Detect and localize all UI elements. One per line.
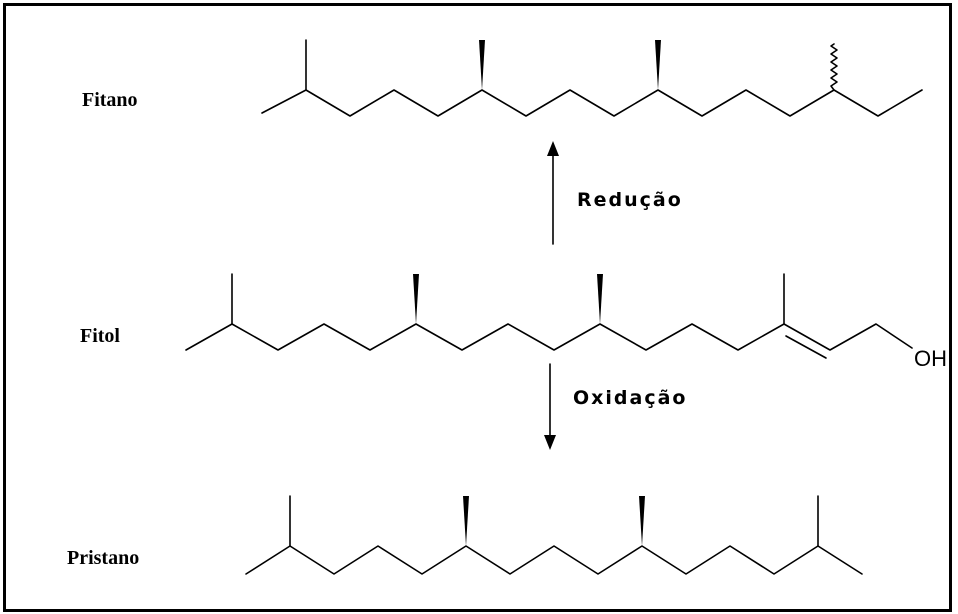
fitol-wedge-1 (413, 274, 419, 324)
pristano-wedge-1 (463, 496, 469, 546)
fitano-wedge-1 (479, 40, 485, 90)
fitano-wavy-bond (830, 43, 838, 91)
arrow-oxidacao (544, 363, 556, 450)
fitol-double-bond (785, 335, 827, 359)
fitol-hydroxyl: OH (914, 346, 947, 371)
label-fitol: Fitol (80, 325, 120, 347)
label-fitano: Fitano (82, 89, 138, 111)
label-pristano: Pristano (67, 547, 139, 569)
label-oxidacao: Oxidação (573, 387, 687, 409)
structure-pristano (245, 495, 863, 575)
arrow-reducao (547, 141, 559, 245)
pristano-wedge-2 (639, 496, 645, 546)
diagram-frame (3, 3, 952, 612)
structure-fitol (185, 273, 913, 359)
pristano-main-chain (245, 545, 863, 575)
fitano-main-chain (261, 89, 923, 117)
fitol-main-chain (185, 323, 913, 351)
label-reducao: Redução (577, 189, 683, 211)
fitano-wedge-2 (655, 40, 661, 90)
structure-fitano (261, 39, 923, 117)
fitol-wedge-2 (597, 274, 603, 324)
